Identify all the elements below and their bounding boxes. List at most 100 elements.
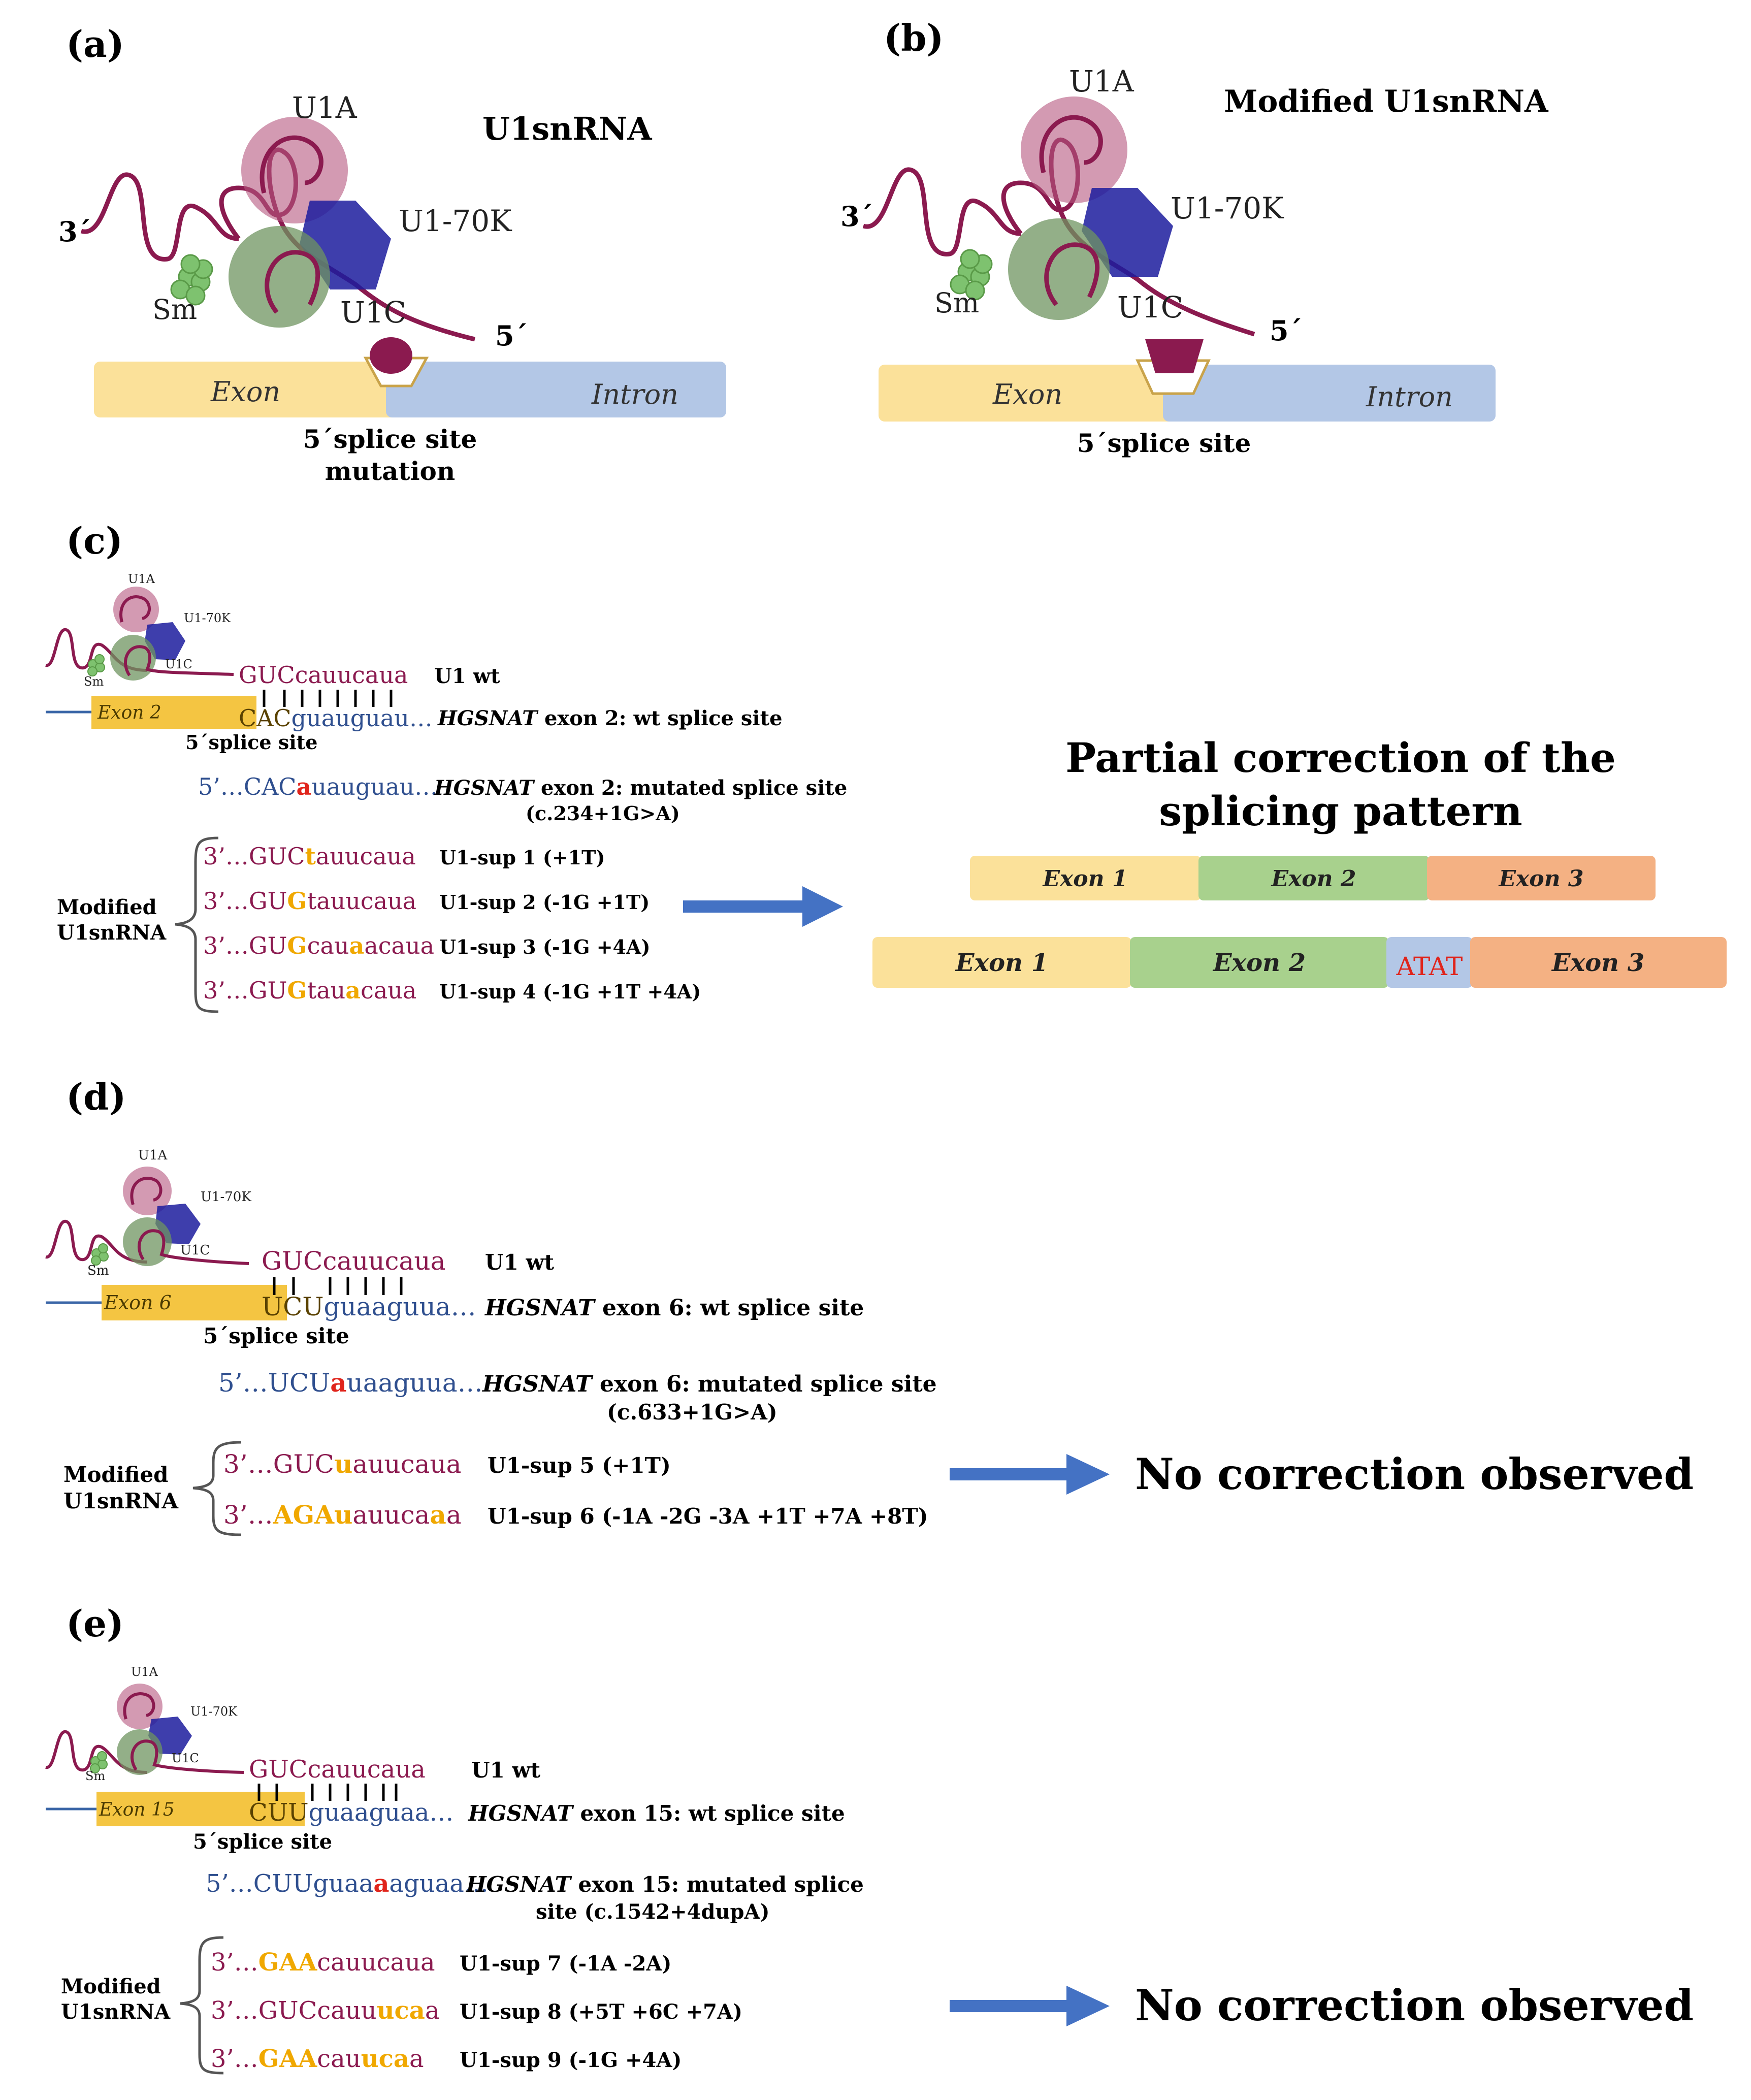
u1c-label: U1C xyxy=(1117,290,1183,325)
exon-3-label: Exon 3 xyxy=(1498,866,1583,892)
panel-b: (b) Modified U1snRNA Exon Intron 5´splic… xyxy=(840,16,1549,458)
u1a-label: U1A xyxy=(128,572,155,586)
u1a-rna-loop xyxy=(1039,115,1103,174)
variant-sequence: 3’…GUCuauucaua xyxy=(223,1449,461,1479)
variant-description: U1-sup 5 (+1T) xyxy=(488,1453,671,1478)
sm-ring xyxy=(950,249,993,301)
five-prime-label: 5´ xyxy=(495,319,528,352)
insertion-label: ATAT xyxy=(1396,952,1463,981)
variant-sequence: 3’…AGAuauucaaa xyxy=(223,1500,462,1530)
wt-u1-description: U1 wt xyxy=(434,664,500,688)
exon-2-box xyxy=(1198,856,1430,900)
result-arrowhead xyxy=(1066,1454,1110,1495)
sm-label: Sm xyxy=(152,294,197,326)
exon-1-box xyxy=(970,856,1201,900)
base-pairing-lines xyxy=(273,1277,403,1295)
u1c-label: U1C xyxy=(165,657,192,671)
panel-e-label: (e) xyxy=(66,1602,124,1645)
u1a-protein xyxy=(117,1684,163,1729)
wt-u1-sequence: GUCcauucaua xyxy=(262,1246,445,1276)
exon-bar xyxy=(91,696,256,729)
sm-label: Sm xyxy=(85,1769,105,1783)
three-prime-label: 3´ xyxy=(58,215,91,248)
variant-sequence: 3’…GUCcauuucaa xyxy=(211,1996,440,2025)
normal-transcript: Exon 1 Exon 2 Exon 3 xyxy=(970,856,1656,900)
exon-bar xyxy=(102,1285,287,1320)
panel-d-label: (d) xyxy=(66,1075,126,1118)
exon-2-box xyxy=(1130,937,1389,988)
variant-sequence: 3’…GUCtauucaua xyxy=(203,843,416,870)
three-prime-label: 3´ xyxy=(840,200,873,233)
wt-u1-sequence: GUCcauucaua xyxy=(249,1755,426,1784)
intron-bar xyxy=(386,362,726,417)
exon-1-label: Exon 1 xyxy=(1042,866,1127,892)
panel-b-title: Modified U1snRNA xyxy=(1224,84,1549,119)
variant-bracket xyxy=(192,1441,242,1536)
panel-a-title: U1snRNA xyxy=(482,110,652,147)
panel-c: (c) U1A U1-70K U1C Sm Exon 2 5´splice si… xyxy=(45,519,1727,1013)
exon-bar xyxy=(879,365,1183,422)
splice-site-label: 5´splice site xyxy=(1077,428,1251,458)
u1c-protein xyxy=(123,1217,172,1266)
variant-description: U1-sup 2 (-1G +1T) xyxy=(439,891,650,914)
variant-description: U1-sup 8 (+5T +6C +7A) xyxy=(460,2000,742,2024)
mutated-target-sequence: 5’…CUUguaaaaguaa… xyxy=(206,1869,489,1898)
panel-a: (a) U1snRNA Exon Intron 5´splice site mu… xyxy=(58,22,726,486)
five-prime-label: 5´ xyxy=(1270,314,1303,347)
variant-bracket xyxy=(175,836,219,1013)
u1a-label: U1A xyxy=(292,90,358,125)
u1a-protein xyxy=(241,117,348,223)
exon-2-label: Exon 2 xyxy=(1212,949,1306,977)
variant-list: 3’…GUCtauucaua U1-sup 1 (+1T) 3’…GUGtauuca… xyxy=(203,843,701,1004)
sm-label: Sm xyxy=(84,674,104,689)
exon-bar xyxy=(96,1792,305,1826)
u1c-label: U1C xyxy=(180,1243,210,1258)
variant-sequence: 3’…GUGtauucaua xyxy=(203,887,416,915)
u1-70k-label: U1-70K xyxy=(399,204,512,238)
u1-70k-protein xyxy=(145,622,185,660)
wt-target-sequence: CUUguaaguaa… xyxy=(249,1798,453,1827)
mutation-protein xyxy=(370,337,412,374)
splice-site-label: 5´splice site xyxy=(185,731,317,754)
result-arrowhead xyxy=(1066,1986,1110,2026)
mutated-target-description: HGSNAT exon 6: mutated splice site xyxy=(481,1371,937,1397)
exon-3-box xyxy=(1470,937,1727,988)
intron-label: Intron xyxy=(1366,381,1453,413)
mutated-variant: site (c.1542+4dupA) xyxy=(536,1900,769,1924)
variant-description: U1-sup 3 (-1G +4A) xyxy=(439,935,650,958)
exon-label: Exon 15 xyxy=(99,1799,175,1820)
panel-d: (d) U1A U1-70K U1C Sm Exon 6 5´splice si… xyxy=(45,1075,1694,1536)
variant-description: U1-sup 9 (-1G +4A) xyxy=(460,2048,682,2072)
sm-ring xyxy=(87,654,105,676)
result-arrowhead xyxy=(802,886,843,927)
u1c-protein xyxy=(229,226,330,328)
u1a-label: U1A xyxy=(131,1665,158,1679)
mutated-variant: (c.234+1G>A) xyxy=(526,802,680,825)
exon-label: Exon xyxy=(992,378,1062,410)
rna-strand xyxy=(862,167,1021,256)
wt-u1-sequence: GUCcauucaua xyxy=(239,661,408,689)
u1-70k-label: U1-70K xyxy=(201,1189,251,1205)
modified-binding-protein xyxy=(1145,339,1204,373)
base-pairing-lines xyxy=(263,690,393,707)
u1c-label: U1C xyxy=(172,1751,199,1765)
variant-description: U1-sup 6 (-1A -2G -3A +1T +7A +8T) xyxy=(488,1504,928,1529)
wt-target-description: HGSNAT exon 15: wt splice site xyxy=(468,1801,845,1826)
panel-b-label: (b) xyxy=(884,16,944,59)
u1-70k-label: U1-70K xyxy=(184,611,231,625)
rna-strand xyxy=(80,172,239,262)
intron-label: Intron xyxy=(591,378,678,410)
wt-target-sequence: CACguauguau… xyxy=(239,704,433,732)
variant-description: U1-sup 7 (-1A -2A) xyxy=(460,1952,671,1976)
exon-label: Exon 6 xyxy=(104,1291,172,1314)
u1a-protein xyxy=(1021,96,1127,203)
u1a-protein xyxy=(123,1167,172,1215)
variant-bracket xyxy=(180,1936,224,2075)
variant-description: U1-sup 1 (+1T) xyxy=(439,846,605,869)
u1a-label: U1A xyxy=(138,1148,168,1163)
mutated-target-sequence: 5’…CACauauguau… xyxy=(198,773,438,800)
